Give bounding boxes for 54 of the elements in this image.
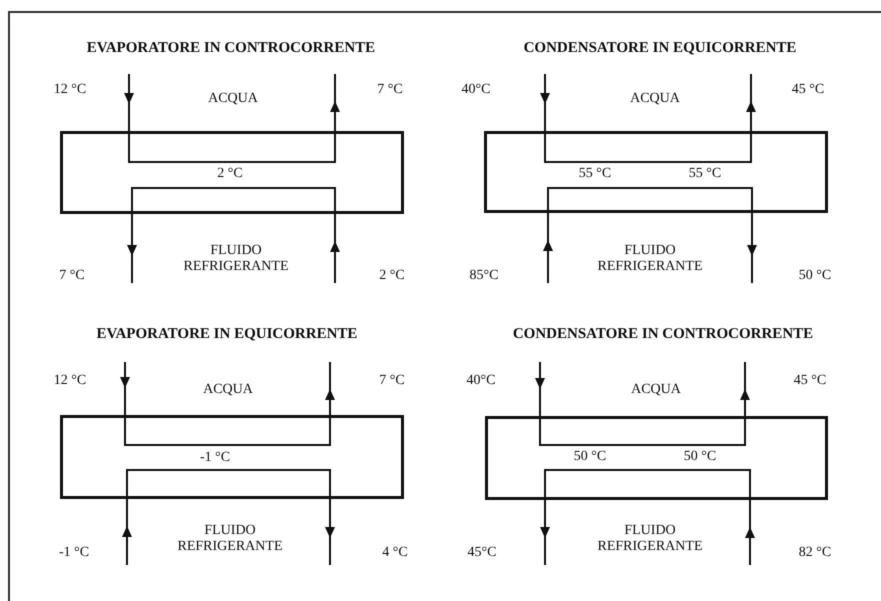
temperature-label: 82 °C xyxy=(798,545,832,561)
flow-arrow xyxy=(540,74,550,131)
temperature-label: 7 °C xyxy=(59,268,85,284)
temperature-label: 7 °C xyxy=(379,373,405,389)
panel-title: CONDENSATORE IN CONTROCORRENTE xyxy=(512,326,814,342)
flow-arrow xyxy=(543,213,553,283)
temperature-label: 45°C xyxy=(468,545,496,561)
fluid-label: FLUIDO REFRIGERANTE xyxy=(176,523,284,555)
flow-arrow xyxy=(120,362,130,415)
temperature-label: 50 °C xyxy=(684,449,716,465)
fluid-label: ACQUA xyxy=(630,91,680,107)
fluid-label: FLUIDO REFRIGERANTE xyxy=(596,523,704,555)
temperature-label: 45 °C xyxy=(794,373,826,389)
flow-arrow xyxy=(740,362,750,416)
flow-arrow xyxy=(745,500,755,565)
flow-arrow xyxy=(330,214,340,283)
flow-arrow xyxy=(325,362,335,415)
flow-arrow xyxy=(330,74,340,131)
flow-arrow xyxy=(122,499,132,565)
temperature-label: 12 °C xyxy=(54,373,86,389)
temperature-label: 2 °C xyxy=(379,268,405,284)
flow-arrow xyxy=(127,214,137,283)
flow-arrow xyxy=(747,213,757,283)
heat-exchanger-box xyxy=(484,131,828,213)
temperature-label: 45 °C xyxy=(792,82,824,98)
temperature-label: 40°C xyxy=(466,373,496,389)
temperature-label: 40°C xyxy=(462,82,490,98)
heat-exchanger-box xyxy=(60,131,404,214)
flow-arrow xyxy=(535,362,545,416)
fluid-label: FLUIDO REFRIGERANTE xyxy=(596,243,704,275)
panel-title: EVAPORATORE IN EQUICORRENTE xyxy=(96,326,358,342)
temperature-label: -1 °C xyxy=(58,545,90,561)
fluid-label: FLUIDO REFRIGERANTE xyxy=(182,243,290,275)
fluid-label: ACQUA xyxy=(208,91,258,107)
flow-arrow xyxy=(746,74,756,131)
temperature-label: 85°C xyxy=(470,268,498,284)
temperature-label: 2 °C xyxy=(217,166,243,182)
temperature-label: 4 °C xyxy=(382,545,408,561)
temperature-label: 50 °C xyxy=(574,449,606,465)
flow-arrow xyxy=(325,499,335,565)
panel-title: CONDENSATORE IN EQUICORRENTE xyxy=(524,40,796,56)
heat-exchanger-box xyxy=(60,415,404,499)
fluid-label: ACQUA xyxy=(631,382,681,398)
temperature-label: 7 °C xyxy=(377,82,403,98)
flow-arrow xyxy=(124,74,134,131)
temperature-label: 55 °C xyxy=(578,166,612,182)
temperature-label: 55 °C xyxy=(688,166,722,182)
temperature-label: 12 °C xyxy=(54,82,86,98)
flow-arrow xyxy=(540,500,550,565)
temperature-label: -1 °C xyxy=(200,450,230,466)
temperature-label: 50 °C xyxy=(798,268,832,284)
heat-exchanger-box xyxy=(485,416,828,500)
fluid-label: ACQUA xyxy=(203,382,253,398)
panel-title: EVAPORATORE IN CONTROCORRENTE xyxy=(86,40,376,56)
